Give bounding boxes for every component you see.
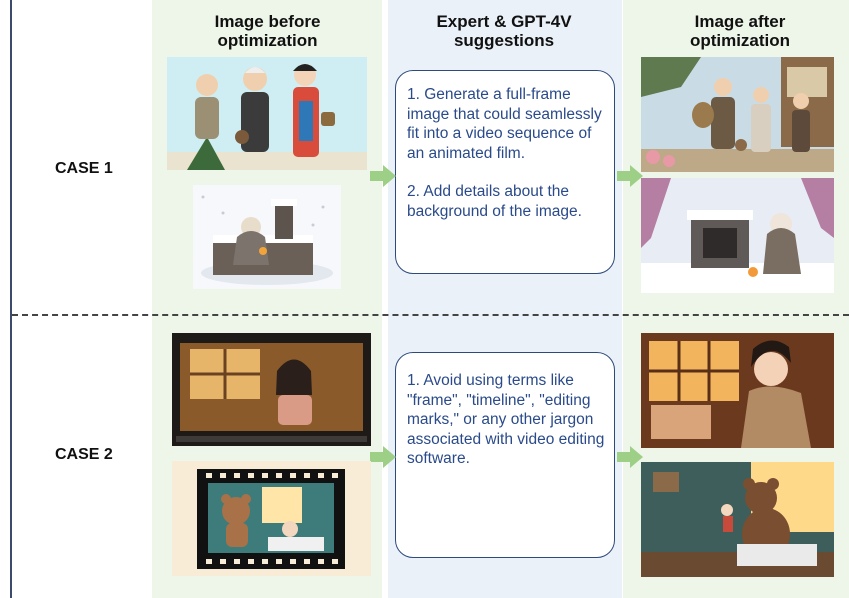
case-1-suggestion-2: 2. Add details about the background of t… [407, 183, 582, 220]
case-1-suggestion-box: 1. Generate a full-frame image that coul… [395, 70, 615, 274]
case-2-before-image-window [172, 333, 371, 446]
case-2-before-image-bear-filmstrip [172, 461, 371, 576]
case-2-after-image-bear-girl [641, 462, 834, 577]
case-1-after-image-village [641, 57, 834, 172]
arrow-right-icon [370, 446, 396, 468]
case-2-after-image-woman-room [641, 333, 834, 448]
case-divider [12, 314, 849, 316]
case-1-after-image-snow-well [641, 178, 834, 293]
arrow-right-icon [617, 165, 643, 187]
case-1-label: CASE 1 [55, 160, 113, 177]
case-1-before-image-elders [167, 57, 367, 170]
arrow-right-icon [370, 165, 396, 187]
left-border [10, 0, 12, 598]
after-column-title: Image after optimization [689, 12, 791, 50]
case-2-suggestion-box: 1. Avoid using terms like "frame", "time… [395, 352, 615, 558]
case-2-label: CASE 2 [55, 446, 113, 463]
before-column-title: Image before optimization [214, 12, 321, 50]
suggestions-column-title: Expert & GPT-4V suggestions [436, 12, 572, 50]
case-1-suggestion-1: 1. Generate a full-frame image that coul… [407, 86, 602, 162]
case-2-suggestion-1: 1. Avoid using terms like "frame", "time… [407, 372, 605, 467]
arrow-right-icon [617, 446, 643, 468]
case-1-before-image-snow-well [193, 185, 341, 289]
